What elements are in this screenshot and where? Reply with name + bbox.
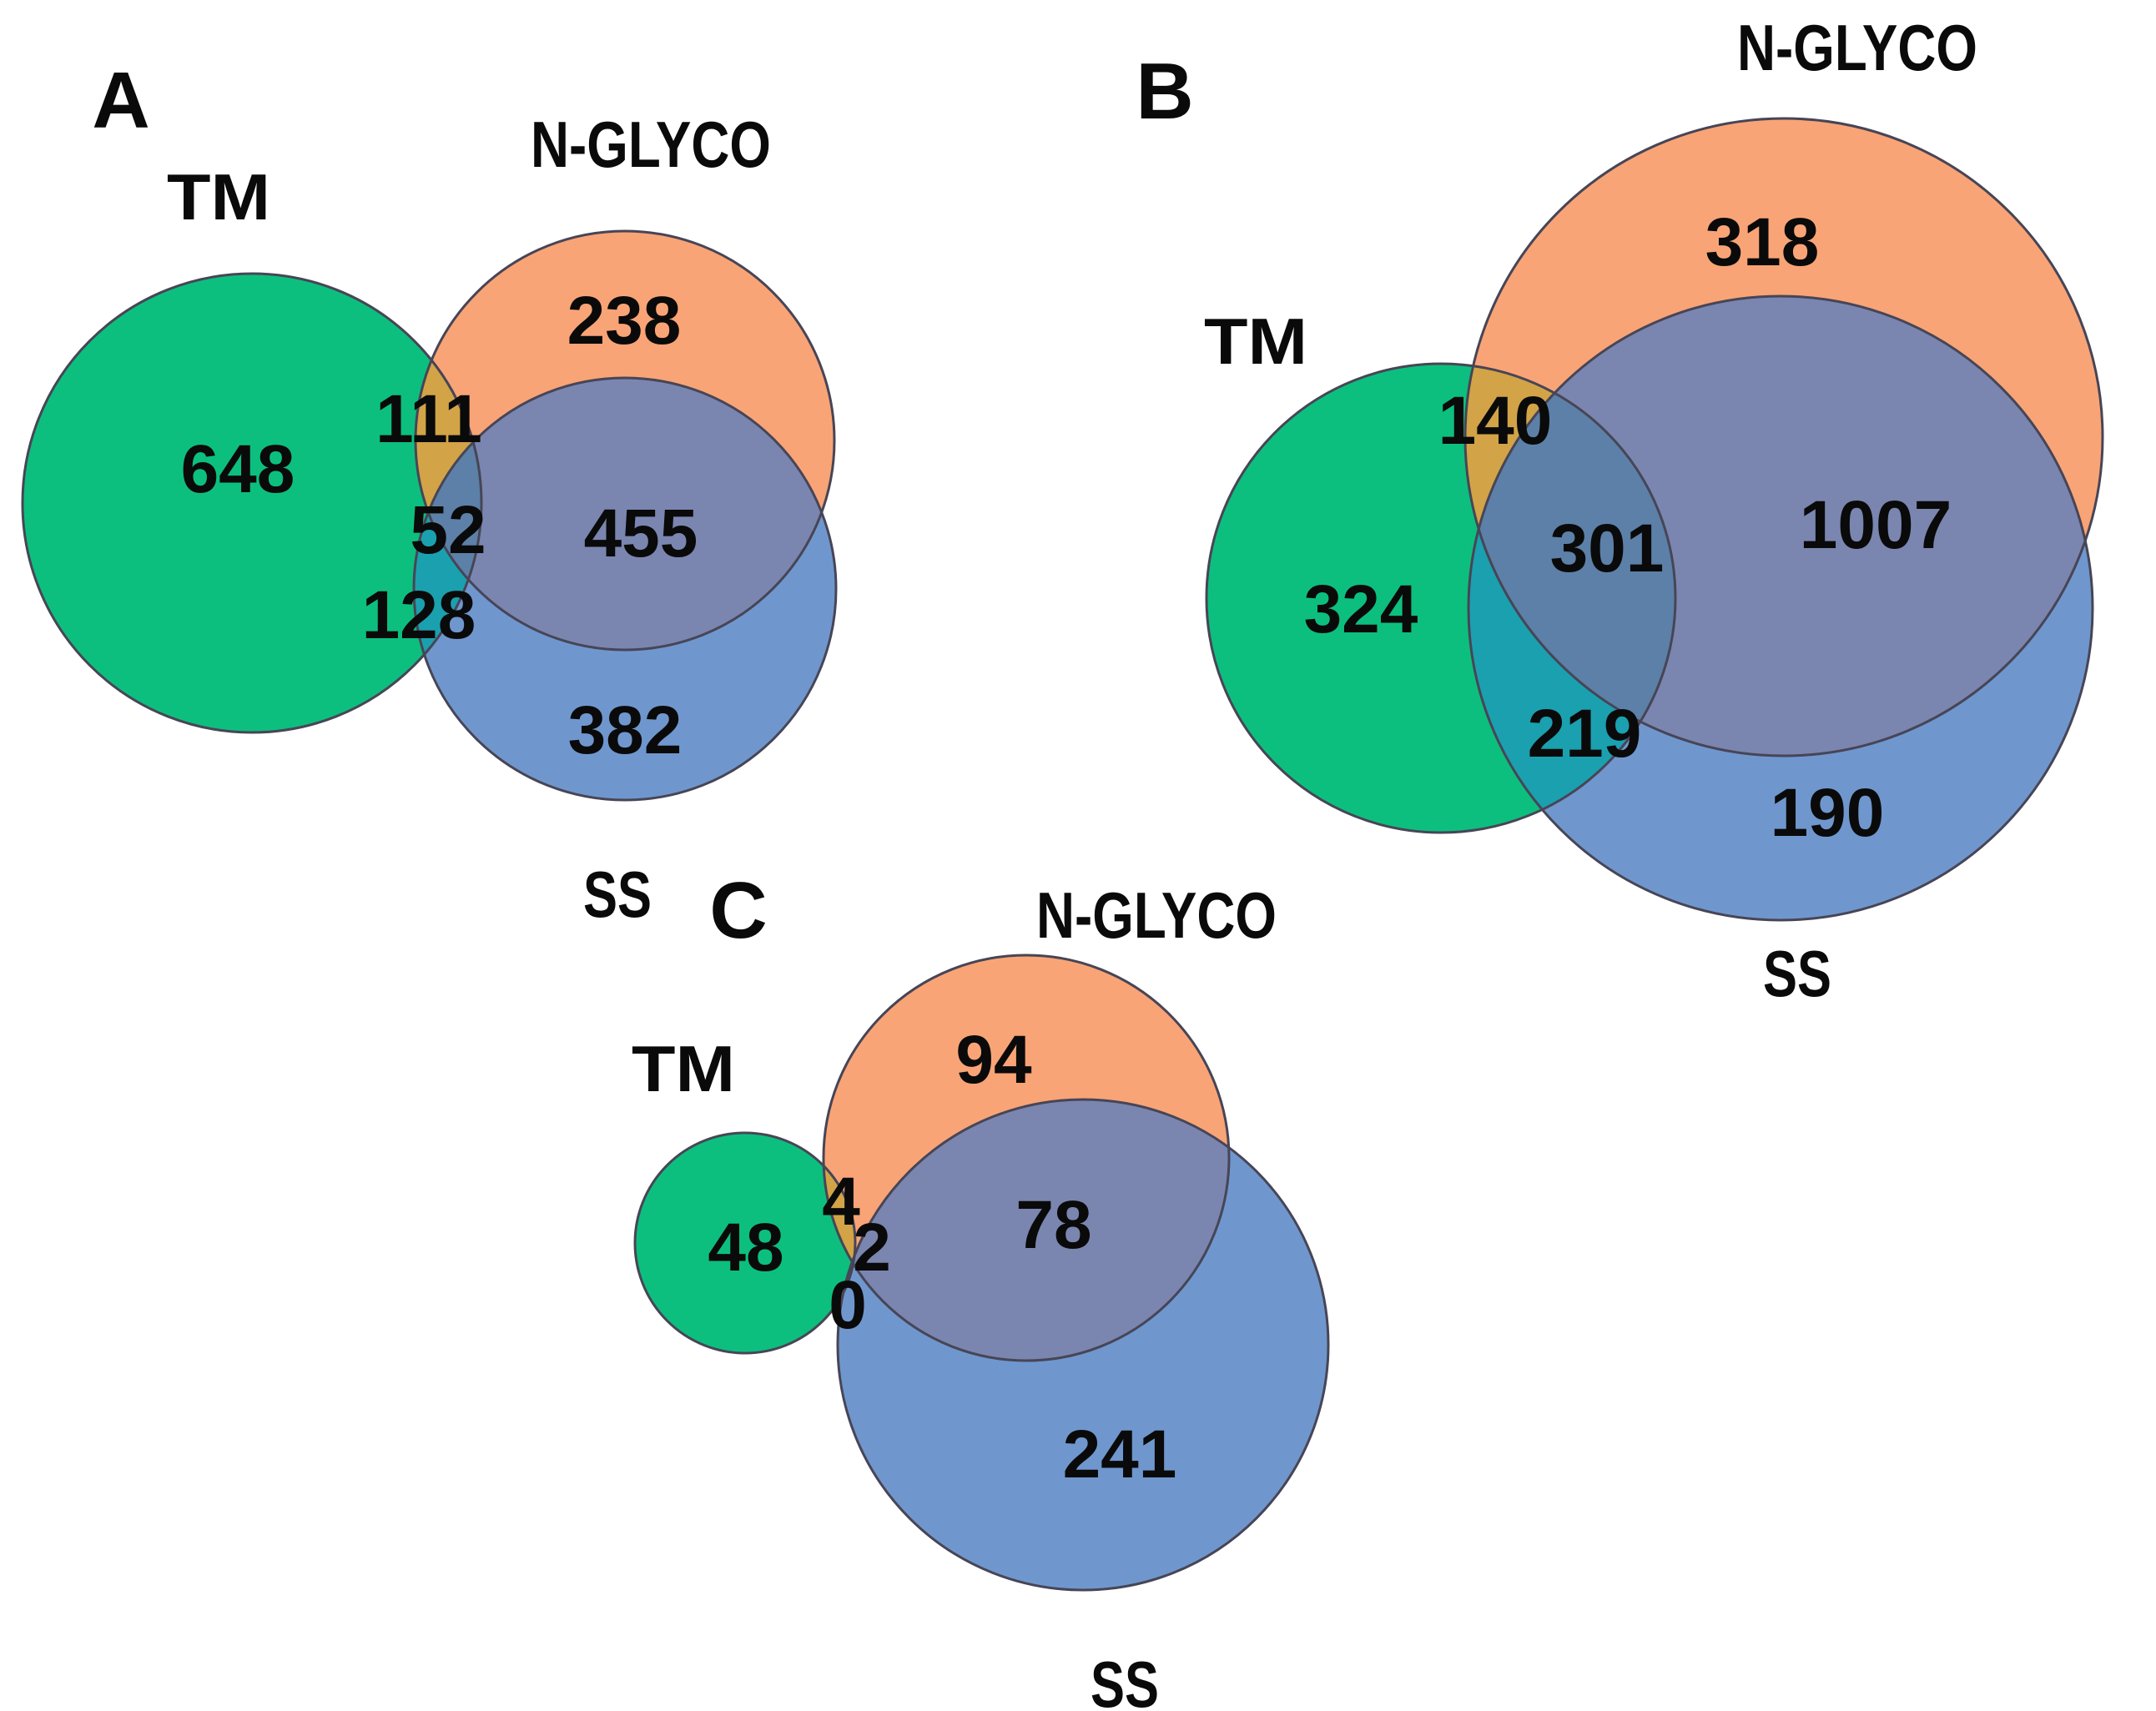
panel-c-count-tm: 48 [708,1210,783,1286]
panel-a-tm-outline [21,272,483,734]
panel-b-count-nglyco: 318 [1705,204,1820,280]
panel-a-count-ss: 382 [568,692,683,768]
panel-a-tm-label: TM [167,160,270,234]
venn-panel-c: C TM N-GLYCO SS 94 48 4 2 0 78 241 [632,866,1330,1711]
panel-c-tm-outline [633,1131,857,1355]
panel-b-count-all: 301 [1550,511,1665,586]
panel-c-letter: C [709,866,767,955]
panel-c-count-tm-ss: 0 [829,1267,867,1343]
panel-a-count-tm-nglyco: 111 [375,381,482,457]
panel-a-letter: A [92,56,149,145]
panel-c-nglyco-ss-region [838,1100,1229,1361]
panel-c-count-nglyco: 94 [955,1022,1032,1098]
panel-c-count-all: 2 [853,1210,891,1286]
panel-b-tm-label: TM [1204,304,1307,378]
panel-a-count-tm: 648 [181,431,295,507]
panel-c-count-ss: 241 [1063,1417,1177,1492]
panel-b-ss-outline [1467,294,2094,922]
panel-c-ss-outline [836,1098,1330,1592]
panel-c-count-nglyco-ss: 78 [1015,1187,1091,1263]
panel-c-nglyco-outline [822,954,1231,1362]
panel-c-nglyco-label: N-GLYCO [1036,878,1277,952]
panel-b-ss-label: SS [1763,937,1831,1010]
venn-panel-b: B TM N-GLYCO SS 318 140 324 301 1007 219… [1136,11,2104,1010]
panel-b-count-nglyco-ss: 1007 [1800,487,1952,563]
venn-panel-a: A TM N-GLYCO SS 648 238 111 52 455 128 3… [21,56,838,931]
panel-a-ss-outline [412,376,838,802]
panel-b-count-tm-ss: 219 [1528,696,1642,772]
panel-b-count-tm-nglyco: 140 [1438,383,1553,459]
panel-c-ss-label: SS [1091,1648,1159,1711]
panel-b-nglyco-outline [1463,117,2104,757]
panel-c-tm-label: TM [632,1032,735,1105]
panel-b-nglyco-label: N-GLYCO [1737,11,1977,84]
panel-a-count-nglyco-ss: 455 [584,496,698,571]
panel-b-letter: B [1136,47,1193,136]
panel-c-count-tm-nglyco: 4 [822,1164,860,1240]
panel-b-tm-outline [1205,362,1677,834]
panel-a-tm-circle [23,274,481,732]
panel-a-ss-label: SS [583,858,652,931]
panel-a-count-nglyco: 238 [567,283,682,359]
panel-a-nglyco-outline [414,229,836,652]
panel-a-count-all: 52 [410,492,486,568]
panel-a-count-tm-ss: 128 [362,577,476,653]
panel-b-count-ss: 190 [1771,775,1885,851]
panel-a-nglyco-ss-region [416,378,834,650]
panel-b-count-tm: 324 [1304,571,1418,647]
panel-a-nglyco-label: N-GLYCO [531,108,771,181]
panel-c-tm-circle [635,1133,855,1353]
